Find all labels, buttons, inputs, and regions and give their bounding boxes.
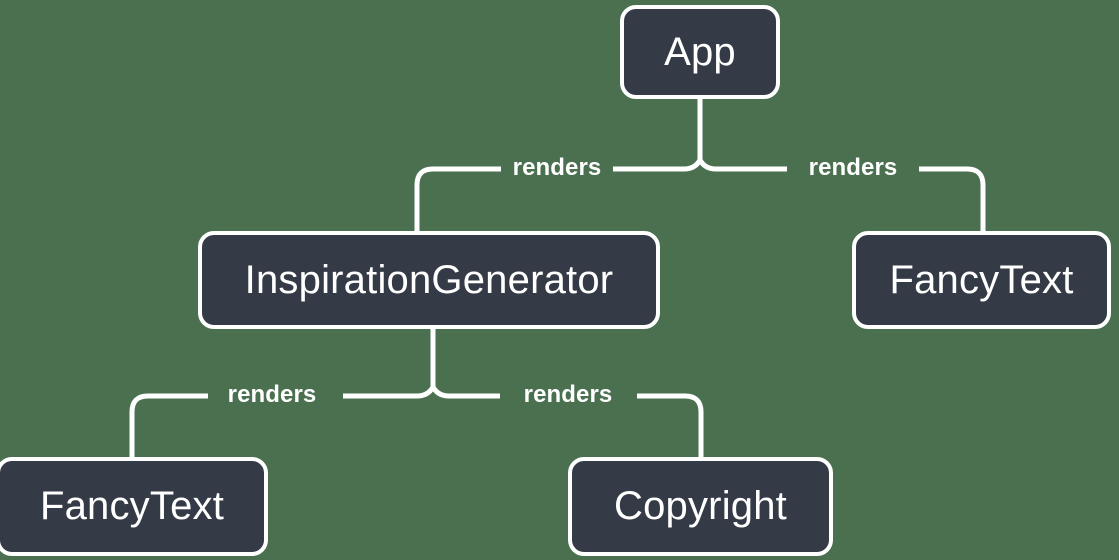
node-fancytext-right[interactable]: FancyText — [852, 231, 1111, 329]
node-fancytext-bottom-left[interactable]: FancyText — [0, 457, 268, 556]
edge-app-fillet-left — [683, 158, 703, 172]
node-copyright[interactable]: Copyright — [568, 457, 833, 556]
edge-inspgen-fillet-left — [416, 385, 436, 399]
edge-label-inspiration-generator-copyright: renders — [523, 381, 613, 408]
node-inspiration-generator[interactable]: InspirationGenerator — [198, 231, 660, 329]
node-copyright-label: Copyright — [614, 484, 787, 528]
node-fancytext-right-label: FancyText — [889, 257, 1074, 302]
node-app[interactable]: App — [620, 5, 780, 99]
node-app-label: App — [664, 29, 736, 74]
node-fancytext-bottom-left-label: FancyText — [39, 484, 225, 528]
edge-label-inspiration-generator-fancytext: renders — [227, 381, 317, 408]
edge-app-fillet-right — [697, 158, 717, 172]
edge-inspgen-fillet-right — [430, 385, 450, 399]
edge-label-app-inspiration-generator: renders — [512, 154, 602, 181]
edge-label-app-fancytext: renders — [808, 154, 898, 181]
node-inspiration-generator-label: InspirationGenerator — [244, 257, 614, 302]
